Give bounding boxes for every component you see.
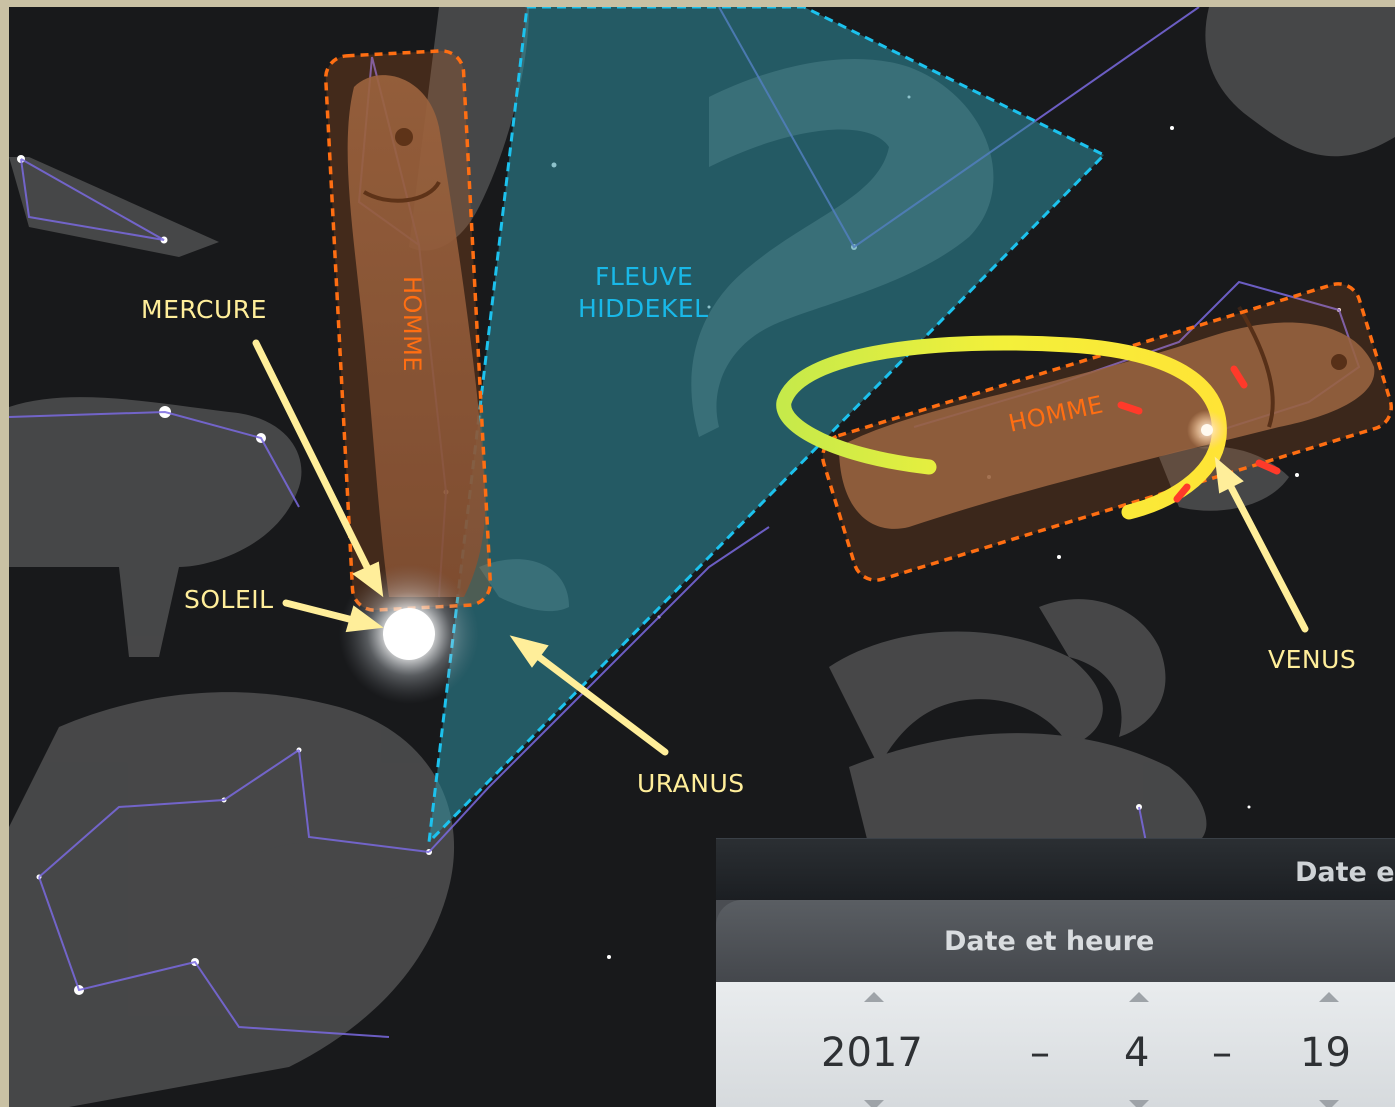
day-up-arrow-icon[interactable] [1319, 992, 1339, 1002]
date-fields: 2017 – 4 – 19 [716, 982, 1395, 1107]
date-separator-1: – [1030, 1030, 1050, 1076]
sun-core [383, 608, 435, 660]
date-window-titlebar[interactable]: Date e [716, 838, 1395, 901]
date-separator-2: – [1212, 1030, 1232, 1076]
day-down-arrow-icon[interactable] [1319, 1100, 1339, 1107]
month-up-arrow-icon[interactable] [1129, 992, 1149, 1002]
homme-vertical-label: HOMME [400, 276, 424, 372]
month-down-arrow-icon[interactable] [1129, 1100, 1149, 1107]
date-time-panel: Date et heure 2017 – 4 – 19 [716, 900, 1395, 1107]
venus-core [1201, 424, 1213, 436]
fleuve-label-line1: FLEUVE [595, 264, 693, 289]
date-section-title: Date et heure [944, 926, 1154, 957]
day-value[interactable]: 19 [1300, 1030, 1351, 1076]
fleuve-label-line2: HIDDEKEL [578, 296, 709, 321]
mercure-label: MERCURE [141, 297, 267, 322]
month-value[interactable]: 4 [1124, 1030, 1149, 1076]
date-section-header: Date et heure [716, 900, 1395, 982]
uranus-label: URANUS [637, 771, 745, 796]
date-window-title: Date e [1295, 857, 1395, 888]
year-up-arrow-icon[interactable] [864, 992, 884, 1002]
year-down-arrow-icon[interactable] [864, 1100, 884, 1107]
venus-label: VENUS [1268, 647, 1356, 672]
soleil-label: SOLEIL [184, 587, 274, 612]
year-value[interactable]: 2017 [821, 1030, 923, 1076]
